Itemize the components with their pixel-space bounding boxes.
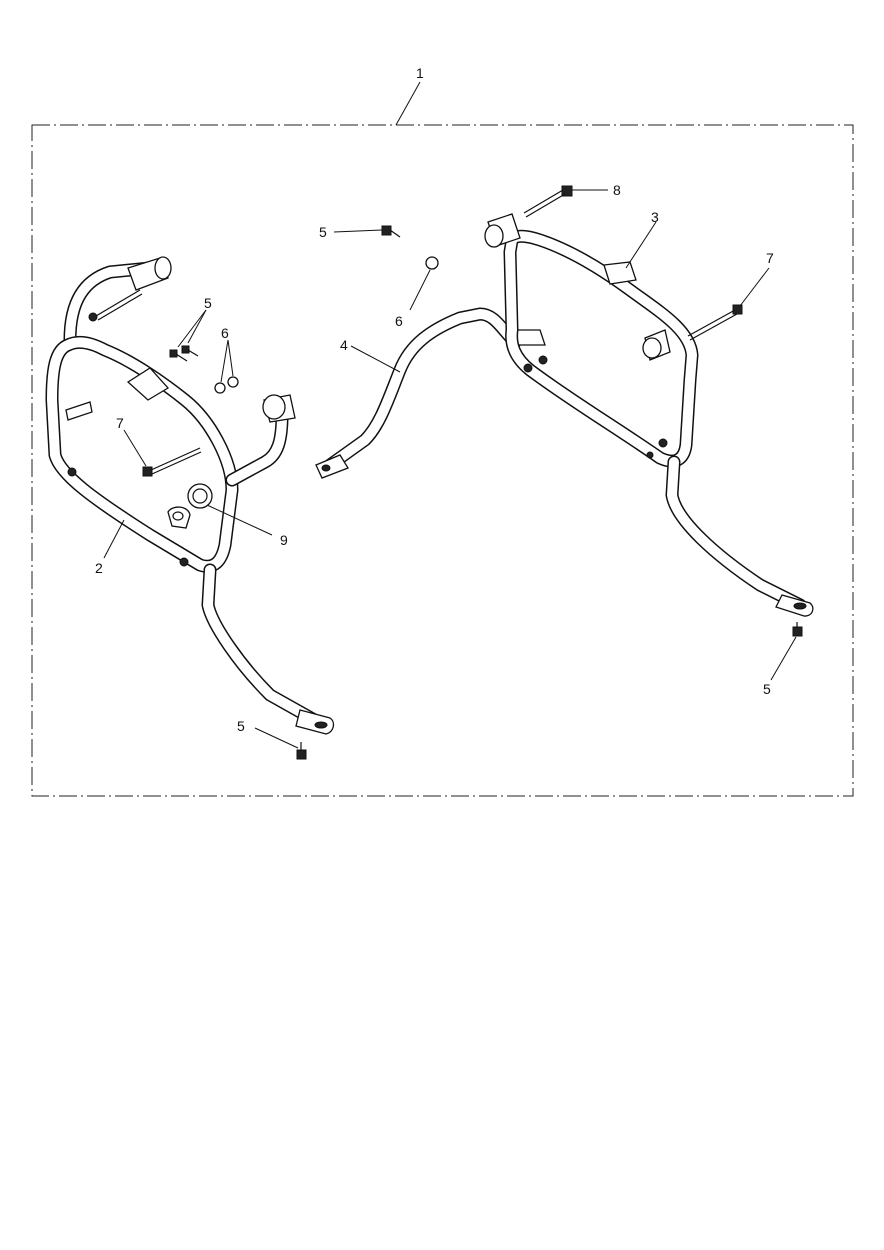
callout-1: 1 (395, 65, 424, 126)
callout-2: 2 (95, 519, 125, 576)
callout-8-label: 8 (613, 182, 621, 198)
rear-cross-bracket: 4 (315, 307, 546, 479)
left-rear-mount-boss (262, 394, 296, 423)
callout-5-center-label: 5 (319, 224, 327, 240)
callout-5-upper-left-label: 5 (204, 295, 212, 311)
kit-boundary-frame (31, 124, 854, 797)
bolt-5-right: 5 (763, 622, 803, 697)
left-top-mount-boss (127, 256, 172, 291)
callout-4-label: 4 (340, 337, 348, 353)
rubber-mount-9: 9 (187, 483, 288, 548)
long-bolt-7-left: 7 (116, 415, 202, 477)
callout-5-bottom-left-label: 5 (237, 718, 245, 734)
callout-7-right-label: 7 (766, 250, 774, 266)
long-bolt-7-right: 7 (687, 250, 774, 341)
callout-9-label: 9 (280, 532, 288, 548)
nut-6-center: 6 (395, 256, 439, 329)
callout-1-label: 1 (416, 65, 424, 81)
callout-7-left-label: 7 (116, 415, 124, 431)
callout-3-label: 3 (651, 209, 659, 225)
callout-6-center-label: 6 (395, 313, 403, 329)
bolt-8: 8 (523, 182, 621, 218)
left-top-bolt (95, 289, 143, 321)
callout-2-label: 2 (95, 560, 103, 576)
bolt-5-bottom-left: 5 (237, 718, 307, 760)
right-pannier-frame: 3 (484, 209, 814, 617)
callout-6-left-label: 6 (221, 325, 229, 341)
left-pannier-frame (45, 256, 335, 735)
bolt-pair-5: 5 (169, 295, 212, 362)
bolt-5-center: 5 (319, 224, 401, 240)
nut-pair-6: 6 (214, 325, 239, 394)
callout-5-right-label: 5 (763, 681, 771, 697)
